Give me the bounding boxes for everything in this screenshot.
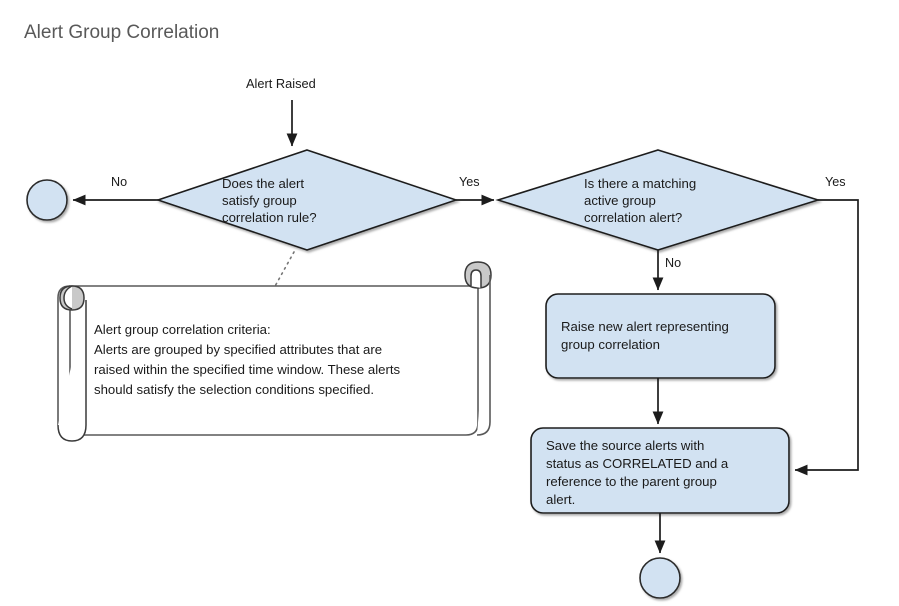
decision-matching-line-2: active group [584, 193, 656, 208]
edge-label-rule-yes: Yes [459, 175, 480, 189]
note-line-3: raised within the specified time window.… [94, 362, 401, 377]
note-line-2: Alerts are grouped by specified attribut… [94, 342, 382, 357]
terminator-end-circle[interactable] [639, 557, 681, 599]
edge-note-attachment-dotted [273, 251, 295, 289]
decision-node-matching-active-group-alert[interactable] [495, 149, 821, 251]
note-right-roll-edge [476, 275, 491, 436]
decision-rule-line-2: satisfy group [222, 193, 297, 208]
process-raise-line-1: Raise new alert representing [561, 319, 729, 334]
note-left-curl-inner [63, 285, 73, 310]
note-scroll-alert-group-correlation-criteria[interactable]: Alert group correlation criteria: Alerts… [57, 261, 492, 442]
edge-label-rule-no: No [111, 175, 127, 189]
note-line-4: should satisfy the selection conditions … [94, 382, 374, 397]
decision-node-satisfy-group-correlation-rule[interactable] [155, 149, 459, 251]
note-right-curl-inner [470, 269, 482, 288]
note-line-1: Alert group correlation criteria: [94, 322, 271, 337]
decision-rule-line-1: Does the alert [222, 176, 304, 191]
page-title: Alert Group Correlation [24, 22, 219, 43]
start-label: Alert Raised [246, 76, 316, 91]
edge-label-matching-no: No [665, 256, 681, 270]
process-save-line-1: Save the source alerts with [546, 438, 704, 453]
decision-rule-line-3: correlation rule? [222, 210, 317, 225]
terminator-no-circle[interactable] [26, 179, 68, 221]
process-save-line-3: reference to the parent group [546, 474, 717, 489]
note-body-panel [69, 285, 479, 436]
note-left-roll-bottom [57, 300, 87, 442]
decision-matching-line-1: Is there a matching [584, 176, 696, 191]
process-save-line-4: alert. [546, 492, 575, 507]
process-save-line-2: status as CORRELATED and a [546, 456, 729, 471]
edge-label-matching-yes: Yes [825, 175, 846, 189]
process-node-raise-new-alert[interactable] [545, 293, 776, 379]
edge-matching-yes [794, 199, 859, 476]
process-raise-line-2: group correlation [561, 337, 660, 352]
decision-matching-line-3: correlation alert? [584, 210, 682, 225]
